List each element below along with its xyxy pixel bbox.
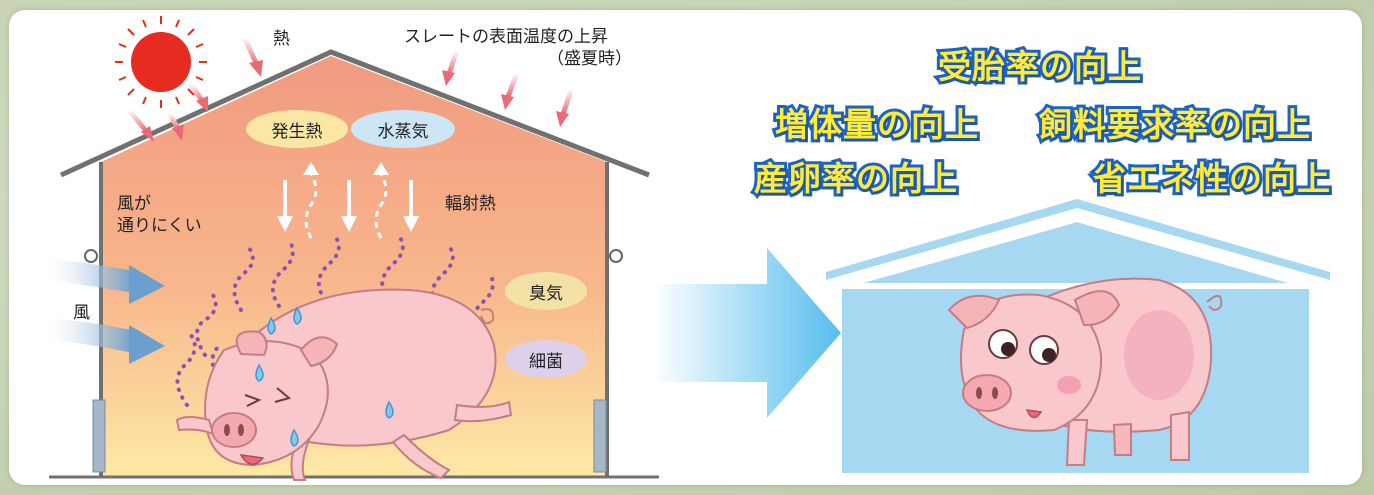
up-arrow-head-icon [373,162,389,175]
heat-arrow-icon [166,111,184,141]
bacteria-bubble: 細菌 [505,340,587,378]
odor-swirls [175,234,495,407]
odor-bubble: 臭気 [505,272,587,310]
swirl-icon [470,270,495,342]
radiant-heat-label: 輻射熱 [445,194,496,214]
heat-arrow-icon [127,108,154,142]
swirl-icon [175,333,197,407]
healthy-pig [947,277,1223,466]
heat-arrow-icon [442,49,460,86]
diagram-panel: 熱 スレートの表面温度の上昇 （盛夏時） 発生熱 水蒸気 風が 通りにくい 輻射… [9,10,1362,485]
curtain-block-left [92,399,106,473]
slate-temp-label: スレートの表面温度の上昇 [404,27,608,47]
up-wavy-arrow-icon [374,174,388,239]
wall-hinge-right [609,249,623,263]
benefit-weight-gain: 増体量の向上 [772,102,981,147]
benefit-conception-rate: 受胎率の向上 [935,44,1144,89]
water-vapor-bubble: 水蒸気 [351,110,455,148]
heat-arrows [127,35,575,142]
wind-label: 風 [73,303,90,323]
benefit-egg-production: 産卵率の向上 [751,156,960,201]
rising-vapor-arrows [304,174,388,239]
overheated-pig [175,288,513,481]
heat-arrow-icon [556,87,575,127]
heat-arrow-icon [188,82,208,112]
down-arrow-icon [341,180,357,232]
up-arrow-head-icon [303,162,319,175]
slate-temp-sublabel: （盛夏時） [547,49,632,69]
diagram-svg [37,16,1330,481]
transition-arrow-icon [652,248,841,418]
wind-arrow-icon [37,257,165,304]
wind-arrow-icon [38,317,165,364]
radiant-heat-arrows [277,180,419,232]
benefit-energy-saving: 省エネ性の向上 [1090,156,1333,201]
wall-hinge-left [84,249,98,263]
wind-arrows [37,257,165,364]
up-wavy-arrow-icon [304,174,318,239]
swirl-icon [210,344,223,382]
wind-poor-label-line2: 通りにくい [117,216,202,236]
heat-arrow-icon [241,35,263,77]
down-arrow-icon [277,180,293,232]
swirl-icon [232,246,255,312]
wind-poor-label-line1: 風が [117,194,151,214]
curtain-block-right [593,399,607,473]
swirl-icon [195,293,218,357]
benefit-feed-conversion: 飼料要求率の向上 [1036,102,1313,147]
heat-label: 熱 [273,29,290,49]
heat-arrow-icon [501,72,520,110]
down-arrow-icon [403,180,419,232]
generated-heat-bubble: 発生熱 [246,110,348,148]
sun-icon [115,16,207,108]
